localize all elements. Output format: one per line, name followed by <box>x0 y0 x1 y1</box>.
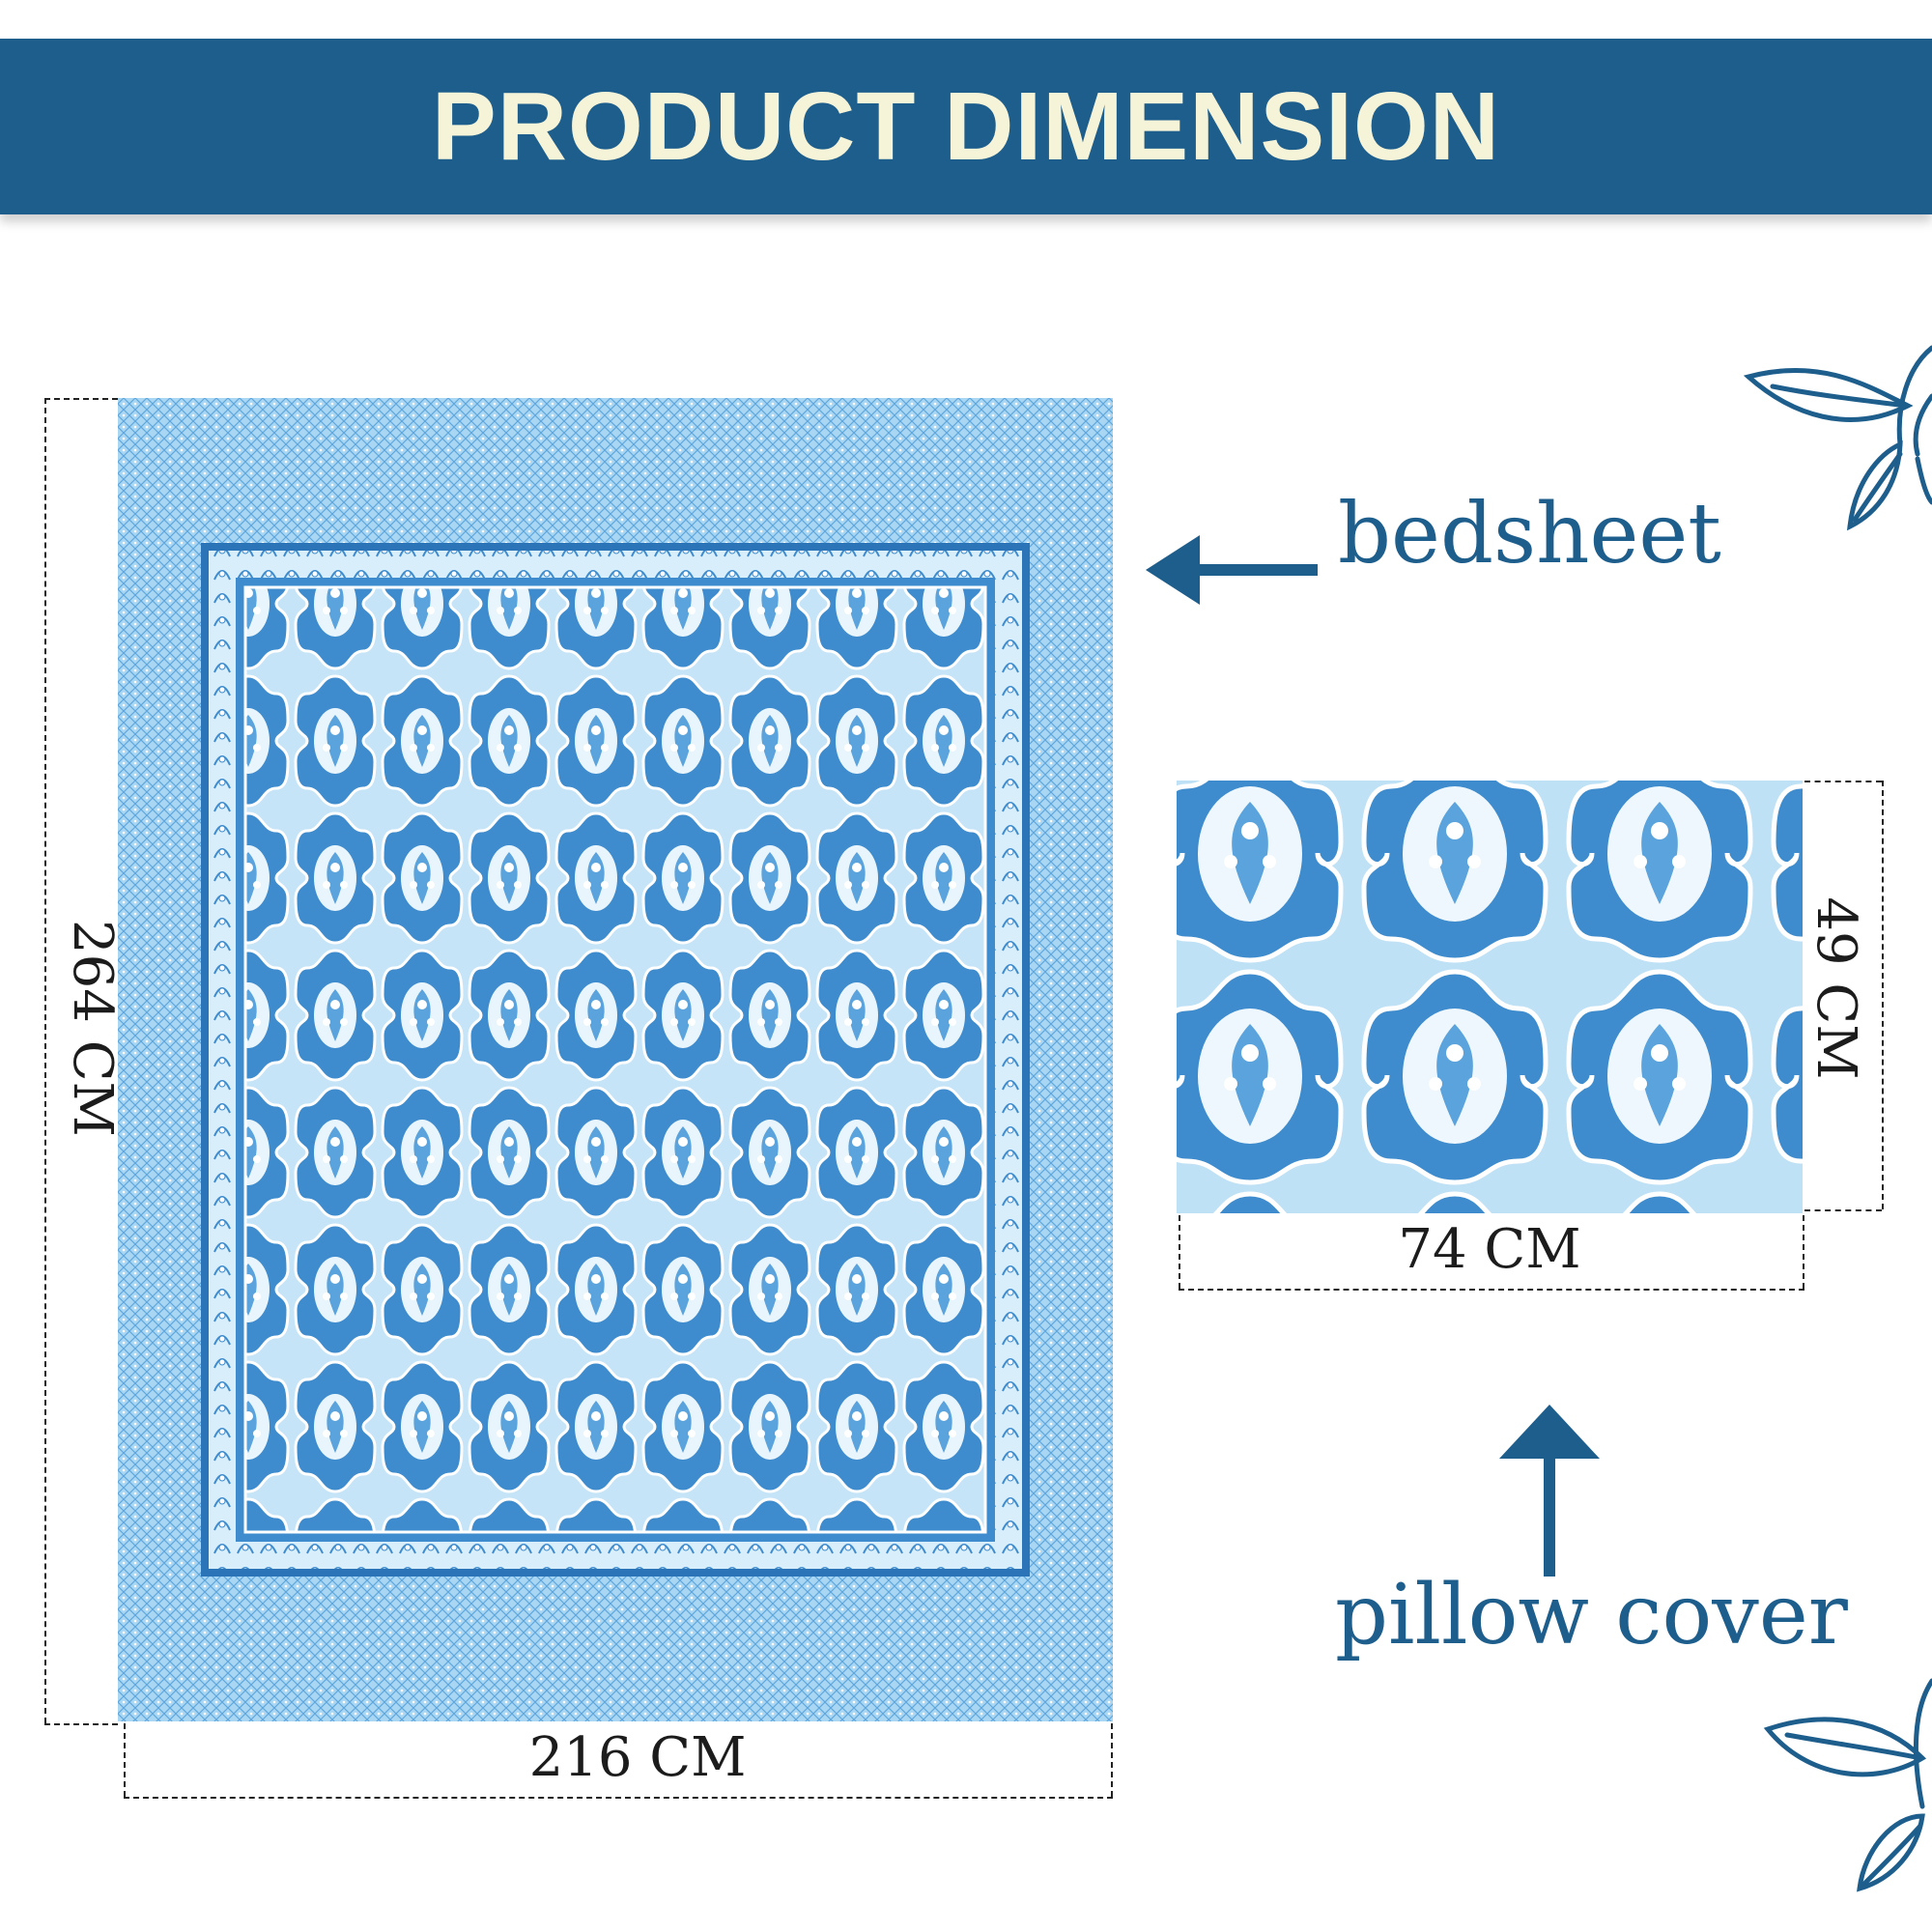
bedsheet-image <box>118 398 1113 1721</box>
pillow-height-line <box>1882 781 1884 1209</box>
bedsheet-height-tick-bottom <box>44 1723 118 1725</box>
pillow-height-tick-top <box>1804 781 1882 782</box>
header-banner: PRODUCT DIMENSION <box>0 39 1932 214</box>
bedsheet-width-label: 216 CM <box>528 1726 747 1789</box>
arrow-up-icon <box>1499 1405 1600 1577</box>
bedsheet-height-line <box>44 398 46 1723</box>
bedsheet-height-label: 264 CM <box>61 920 124 1137</box>
pillow-callout: pillow cover <box>1335 1567 1848 1663</box>
bedsheet-width-line <box>124 1797 1113 1799</box>
pillow-height-tick-bottom <box>1804 1209 1882 1211</box>
pillow-height-label: 49 CM <box>1804 896 1867 1080</box>
arrow-left-icon <box>1146 535 1318 605</box>
bedsheet-width-tick-right <box>1111 1723 1113 1797</box>
pillow-width-label: 74 CM <box>1398 1218 1581 1281</box>
bedsheet-callout: bedsheet <box>1338 486 1721 582</box>
leaf-branch-icon <box>1743 345 1932 531</box>
pillow-width-tick-left <box>1179 1215 1180 1289</box>
pillow-cover-image <box>1177 781 1803 1213</box>
leaf-branch-icon <box>1763 1678 1932 1892</box>
page-title: PRODUCT DIMENSION <box>432 72 1500 181</box>
pillow-width-tick-right <box>1803 1215 1804 1289</box>
pillow-width-line <box>1179 1289 1804 1291</box>
bedsheet-height-tick-top <box>44 398 118 400</box>
bedsheet-width-tick-left <box>124 1723 126 1797</box>
